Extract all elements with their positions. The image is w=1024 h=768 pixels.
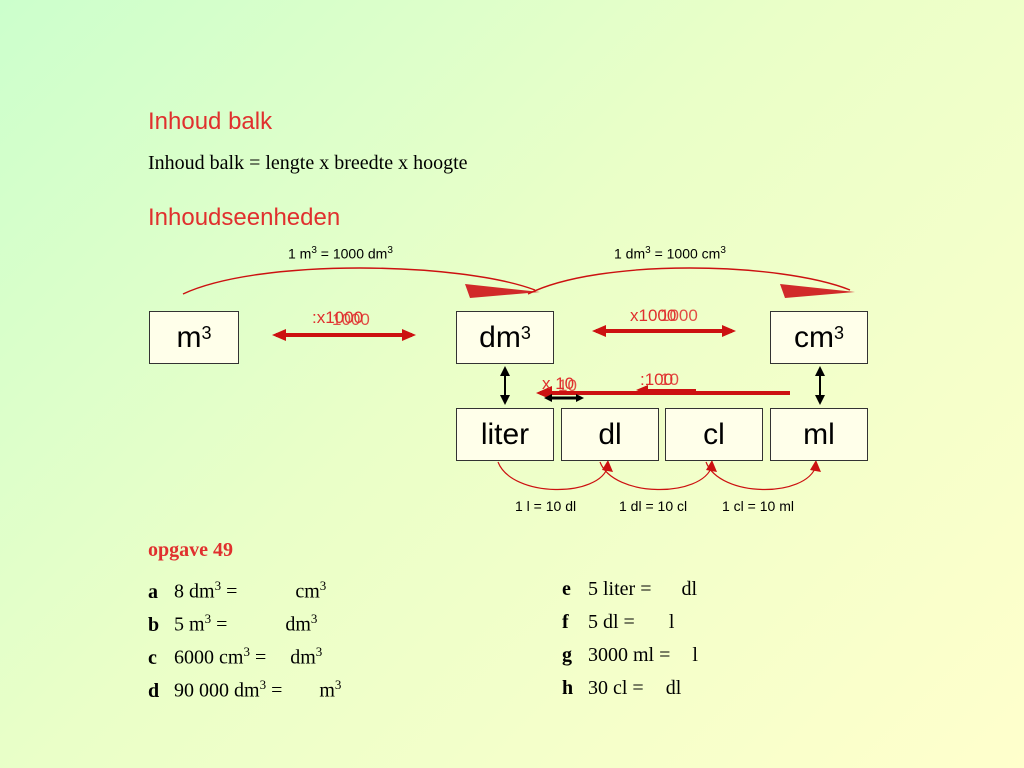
formula-inhoud-balk: Inhoud balk = lengte x breedte x hoogte <box>148 152 468 174</box>
unit-box-ml: ml <box>770 408 868 461</box>
label-l-dl: 1 l = 10 dl <box>515 498 577 514</box>
heading-inhoud-balk: Inhoud balk <box>148 108 273 135</box>
arrow-label-ml-dl-overlay: 10 <box>660 370 679 389</box>
curve-m3-to-dm3-head <box>465 284 540 298</box>
label-m3-dm3: 1 m3 = 1000 dm3 <box>288 245 393 262</box>
arrow-label-dm3-cm3: x1000 <box>630 306 677 325</box>
curve-dl-cl <box>599 461 713 491</box>
label-dl-cl: 1 dl = 10 cl <box>619 498 688 514</box>
curve-m3-to-dm3 <box>182 267 536 295</box>
curve-cl-ml <box>705 461 817 491</box>
arrow-label-ml-dl: :100 <box>640 370 674 389</box>
unit-box-liter: liter <box>456 408 554 461</box>
curve-dm3-to-cm3 <box>527 267 851 295</box>
curve-dm3-to-cm3-head <box>780 284 855 298</box>
arrow-label-liter-dl-overlay: 10 <box>558 376 577 395</box>
arrow-label-m3-dm3: :x1000 <box>312 308 364 327</box>
unit-box-dl: dl <box>561 408 659 461</box>
arrow-label-dm3-cm3-overlay: 1000 <box>660 306 698 325</box>
heading-inhoudseenheden: Inhoudseenheden <box>148 204 341 231</box>
arrow-label-m3-dm3-overlay: 1000 <box>332 310 370 329</box>
exercise-title: opgave 49 <box>148 539 233 561</box>
label-cl-ml: 1 cl = 10 ml <box>722 498 794 514</box>
label-dm3-cm3: 1 dm3 = 1000 cm3 <box>614 245 726 262</box>
arrow-label-liter-dl: x 10 <box>542 374 575 393</box>
unit-box-cl: cl <box>665 408 763 461</box>
curve-liter-dl <box>497 461 609 491</box>
